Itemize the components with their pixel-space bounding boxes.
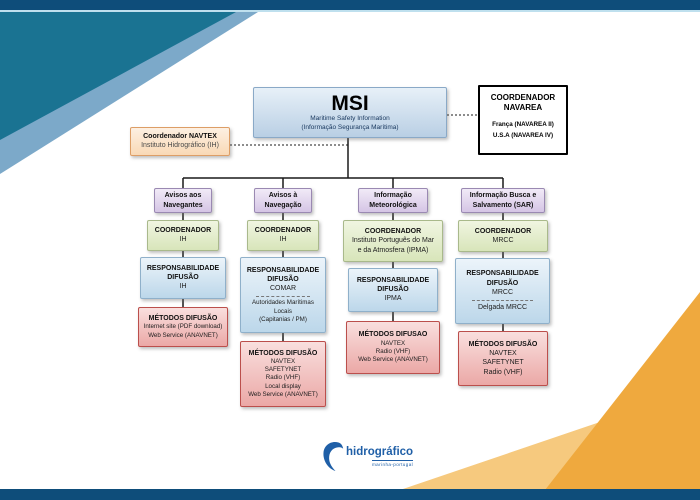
col4-methods-box: MÉTODOS DIFUSÃO NAVTEX SAFETYNET Radio (… [458, 331, 548, 386]
col4-coordinator-title: COORDENADOR [474, 227, 532, 235]
navtex-title: Coordenador NAVTEX [143, 133, 217, 141]
col2-responsibility-title: RESPONSABILIDADE DIFUSÃO [246, 266, 320, 283]
col1-coordinator-body: IH [179, 236, 187, 244]
col3-coordinator-title: COORDENADOR [364, 228, 422, 236]
navarea-coordinator-box: COORDENADOR NAVAREA França (NAVAREA II) … [478, 85, 568, 155]
navtex-subtitle: Instituto Hidrográfico (IH) [141, 142, 219, 150]
logo-name: hidrográfico [346, 446, 414, 458]
col4-coordinator-body: MRCC [492, 236, 514, 244]
col4-responsibility-extra: Delgada MRCC [477, 304, 528, 312]
col1-methods-body: Internet site (PDF download) Web Service… [143, 323, 223, 339]
col4-methods-title: MÉTODOS DIFUSÃO [468, 340, 538, 348]
col3-responsibility-body: IPMA [384, 295, 402, 303]
col3-coordinator-body: Instituto Português do Mar e da Atmosfer… [351, 237, 435, 254]
msi-subtitle-pt: (Informação Segurança Marítima) [301, 123, 399, 131]
navtex-coordinator-box: Coordenador NAVTEX Instituto Hidrográfic… [130, 127, 230, 156]
navarea-title: COORDENADOR NAVAREA [490, 93, 556, 112]
msi-title: MSI [331, 91, 369, 115]
col3-methods-body: NAVTEX Radio (VHF) Web Service (ANAVNET) [358, 339, 428, 364]
col1-header-label: Avisos aos Navegantes [163, 192, 203, 209]
col2-coordinator-title: COORDENADOR [254, 227, 312, 235]
col3-responsibility-title: RESPONSABILIDADE DIFUSÃO [356, 277, 430, 294]
bottom-bar [0, 489, 700, 500]
col1-header-box: Avisos aos Navegantes [154, 188, 212, 213]
msi-root-box: MSI Maritime Safety Information (Informa… [253, 87, 447, 138]
col1-responsibility-body: IH [179, 283, 187, 291]
col2-responsibility-extra: Autoridades Marítimas Locais (Capitanias… [252, 299, 314, 323]
col2-header-box: Avisos à Navegação [254, 188, 312, 213]
col4-responsibility-title: RESPONSABILIDADE DIFUSÃO [466, 270, 539, 287]
col4-coordinator-box: COORDENADOR MRCC [458, 220, 548, 252]
col1-methods-box: MÉTODOS DIFUSÃO Internet site (PDF downl… [138, 307, 228, 347]
col4-responsibility-body: MRCC [492, 288, 513, 296]
col2-responsibility-box: RESPONSABILIDADE DIFUSÃO COMAR Autoridad… [240, 257, 326, 333]
col2-methods-box: MÉTODOS DIFUSÃO NAVTEX SAFETYNET Radio (… [240, 341, 326, 407]
top-bar [0, 0, 700, 10]
col4-methods-body: NAVTEX SAFETYNET Radio (VHF) [482, 349, 524, 376]
col4-header-box: Informação Busca e Salvamento (SAR) [461, 188, 545, 213]
col2-coordinator-body: IH [279, 236, 287, 244]
dark-orange-triangle [545, 292, 700, 490]
col2-responsibility-divider [255, 295, 311, 297]
col2-coordinator-box: COORDENADOR IH [247, 220, 319, 251]
col3-methods-box: MÉTODOS DIFUSAO NAVTEX Radio (VHF) Web S… [346, 321, 440, 374]
col4-header-label: Informação Busca e Salvamento (SAR) [469, 192, 537, 209]
col3-header-label: Informação Meteorológica [369, 192, 417, 209]
navarea-usa: U.S.A (NAVAREA IV) [492, 132, 554, 139]
col1-methods-title: MÉTODOS DIFUSÃO [148, 315, 218, 323]
hidrografico-logo: hidrográfico marinha-portugal [321, 440, 414, 472]
col2-methods-body: NAVTEX SAFETYNET Radio (VHF) Local displ… [248, 357, 318, 399]
col2-methods-title: MÉTODOS DIFUSÃO [248, 349, 318, 357]
msi-subtitle-en: Maritime Safety Information [310, 114, 390, 122]
col2-responsibility-body: COMAR [269, 284, 297, 292]
col3-methods-title: MÉTODOS DIFUSAO [358, 331, 428, 339]
teal-triangle [0, 12, 236, 140]
navarea-france: França (NAVAREA II) [492, 121, 554, 128]
col3-coordinator-box: COORDENADOR Instituto Português do Mar e… [343, 220, 443, 262]
col1-coordinator-title: COORDENADOR [154, 227, 212, 235]
col1-coordinator-box: COORDENADOR IH [147, 220, 219, 251]
top-bar-underline [0, 10, 700, 12]
col3-header-box: Informação Meteorológica [358, 188, 428, 213]
logo-subname: marinha-portugal [371, 460, 414, 467]
col2-header-label: Avisos à Navegação [264, 192, 302, 209]
hidrografico-logo-icon [323, 442, 344, 471]
logo-text-block: hidrográfico marinha-portugal [346, 446, 414, 467]
col4-responsibility-divider [472, 299, 533, 301]
col4-responsibility-box: RESPONSABILIDADE DIFUSÃO MRCC Delgada MR… [455, 258, 550, 324]
col3-responsibility-box: RESPONSABILIDADE DIFUSÃO IPMA [348, 268, 438, 312]
col1-responsibility-box: RESPONSABILIDADE DIFUSÃO IH [140, 257, 226, 299]
col1-responsibility-title: RESPONSABILIDADE DIFUSÃO [146, 265, 220, 282]
